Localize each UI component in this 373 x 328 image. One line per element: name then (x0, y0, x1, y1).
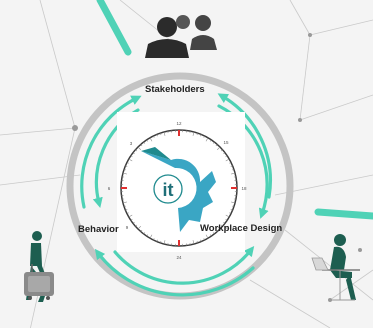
clock-tick (163, 131, 166, 136)
clock-tick (231, 172, 236, 175)
clock-tick (125, 165, 128, 167)
clock-tick (146, 139, 149, 142)
clock-tick (140, 144, 143, 147)
gear-logo: it (141, 147, 216, 232)
clock-tick (137, 225, 142, 230)
clock-tick (135, 149, 138, 152)
clock-tick (230, 209, 233, 211)
clock-tick (140, 229, 143, 232)
clock-tick (225, 158, 230, 162)
clock-tick (200, 134, 202, 137)
clock-tick (125, 209, 128, 211)
clock-number-9: 9 (126, 225, 129, 230)
logo-text: it (163, 180, 174, 200)
clock-tick (215, 229, 218, 232)
clock-tick (153, 135, 155, 138)
clock-tick (132, 152, 135, 155)
clock-tick (209, 234, 212, 237)
clock-tick (231, 201, 236, 204)
clock-number-18: 18 (241, 186, 247, 191)
clock-tick (225, 218, 228, 221)
person-with-luggage-icon (24, 231, 54, 302)
clock-tick (212, 232, 215, 235)
clock-tick (156, 239, 158, 242)
clock-tick (212, 141, 215, 144)
clock-tick (225, 155, 228, 158)
clock-tick (205, 234, 209, 239)
clock-tick (130, 218, 133, 221)
clock-number-21: 21 (224, 225, 230, 230)
clock-tick (220, 149, 223, 152)
clock-tick (126, 212, 129, 214)
clock-tick (160, 132, 162, 136)
logo-circle (153, 174, 183, 204)
clock-tick (123, 169, 127, 171)
clock-number-6: 6 (108, 186, 111, 191)
arrow-top-right-inner (217, 93, 272, 199)
accent-stroke-right (314, 208, 373, 220)
clock-tick (192, 131, 195, 136)
behavior-label: Behavior (78, 224, 119, 235)
clock-tick (205, 137, 209, 142)
clock-red-ticks (121, 130, 237, 246)
clock-number-12: 12 (176, 121, 182, 126)
clock-numbers: 12 3 6 9 15 18 21 24 (108, 121, 247, 260)
clock-tick (149, 137, 153, 142)
clock-tick (137, 146, 142, 151)
clock-tick (220, 224, 223, 227)
clock-number-24: 24 (176, 255, 182, 260)
clock-tick (123, 205, 127, 207)
gear-dark-segment (141, 147, 171, 160)
clock-tick (122, 201, 127, 204)
clock-tick (126, 162, 129, 164)
clock-tick (230, 165, 233, 167)
people-group-icon (145, 15, 217, 58)
clock-tick (229, 212, 232, 214)
clock-tick (153, 238, 155, 241)
clock-number-3: 3 (130, 141, 133, 146)
clock-tick (203, 135, 205, 138)
clock-tick (215, 144, 218, 147)
arrow-bottom-outer (94, 248, 255, 297)
clock-tick (216, 225, 221, 230)
clock-tick (223, 221, 226, 224)
clock-tick (223, 152, 226, 155)
clock-tick (130, 155, 133, 158)
arrow-bottom-inner (113, 245, 255, 285)
arrow-top-left-outer (80, 95, 142, 209)
clock-tick (132, 221, 135, 224)
clock-tick (143, 141, 146, 144)
clock-tick (216, 146, 221, 151)
clock-tick (143, 232, 146, 235)
accent-stroke-top (96, 0, 132, 56)
clock-tick (196, 240, 198, 244)
clock-tick (156, 134, 158, 137)
gear-teal-segment (141, 151, 216, 232)
clock-tick (163, 240, 166, 245)
clock-tick (146, 234, 149, 237)
clock-tick (231, 205, 235, 207)
clock-tick (192, 240, 195, 245)
clock-tick (225, 214, 230, 218)
clock-tick (196, 132, 198, 136)
workplace-design-label: Workplace Design (200, 223, 283, 234)
clock-tick (229, 162, 232, 164)
clock-tick (135, 224, 138, 227)
stakeholders-label: Stakeholders (145, 84, 205, 95)
person-at-laptop-icon (311, 234, 360, 301)
clock-tick (128, 158, 133, 162)
clock-tick (149, 234, 153, 239)
clock-tick (203, 238, 205, 241)
clock-number-15: 15 (223, 140, 229, 145)
clock-tick (160, 240, 162, 244)
clock-tick (200, 239, 202, 242)
clock-tick (231, 169, 235, 171)
clock-tick (128, 214, 133, 218)
clock-tick (209, 139, 212, 142)
clock-tick (122, 172, 127, 175)
